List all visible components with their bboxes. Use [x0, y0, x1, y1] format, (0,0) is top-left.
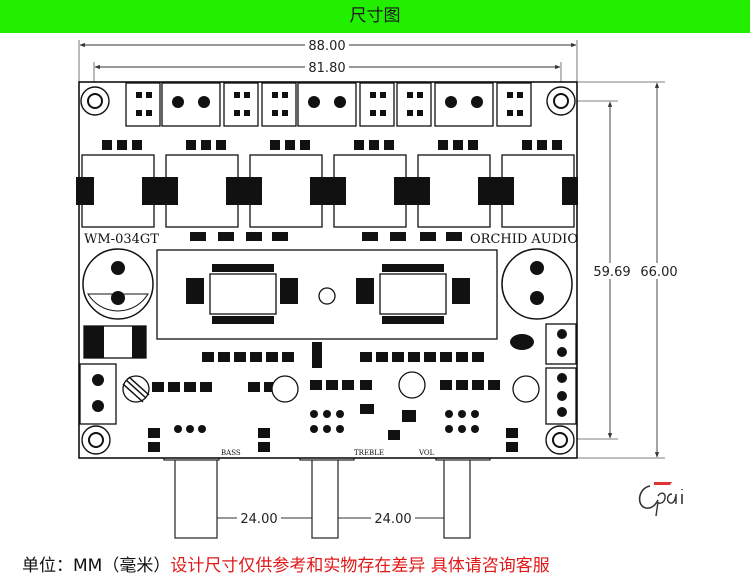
- rectifier-diode: [83, 325, 147, 359]
- mounting-hole-bottom-right: [545, 425, 575, 455]
- bass-shaft: [174, 455, 218, 539]
- pad-row-top: [102, 140, 562, 150]
- title-banner: 尺寸图: [0, 0, 750, 33]
- vol-shaft: [443, 455, 471, 539]
- terminal-screws: [136, 92, 523, 116]
- bass-label: BASS: [221, 449, 241, 457]
- small-capacitors: [122, 334, 540, 403]
- disclaimer-note: 设计尺寸仅供参考和实物存在差异 具体请咨询客服: [170, 556, 550, 576]
- unit-note: 单位：MM（毫米）: [22, 556, 171, 576]
- mounting-hole-top-left: [80, 86, 110, 116]
- pad-row-middle: [190, 232, 462, 241]
- pot-spacing-right-value: 24.00: [374, 512, 411, 527]
- speaker-terminals: [125, 82, 532, 127]
- side-connectors: [79, 323, 577, 425]
- overall-width-value: 88.00: [308, 39, 345, 54]
- power-capacitors: [82, 248, 573, 320]
- footer-note: 单位：MM（毫米）设计尺寸仅供参考和实物存在差异 具体请咨询客服: [22, 553, 742, 579]
- pot-spacing-left-value: 24.00: [240, 512, 277, 527]
- treble-label: TREBLE: [354, 449, 384, 457]
- inductors: [76, 154, 578, 228]
- hole-spacing-height-value: 59.69: [593, 265, 630, 280]
- brand-label: ORCHID AUDIO: [470, 232, 578, 247]
- mounting-hole-top-right: [546, 86, 576, 116]
- smd-components: [148, 342, 518, 452]
- treble-shaft: [311, 455, 339, 539]
- title-text: 尺寸图: [349, 6, 401, 26]
- model-label: WM-034GT: [84, 232, 159, 247]
- cpai-signature-logo: [638, 482, 683, 517]
- amplifier-chips: [186, 264, 470, 324]
- hole-spacing-width-value: 81.80: [308, 61, 345, 76]
- vol-label: VOL: [418, 449, 435, 457]
- overall-height-value: 66.00: [640, 265, 677, 280]
- pot-pins: [174, 410, 479, 433]
- mounting-hole-bottom-left: [81, 425, 111, 455]
- mounting-holes: [80, 86, 576, 455]
